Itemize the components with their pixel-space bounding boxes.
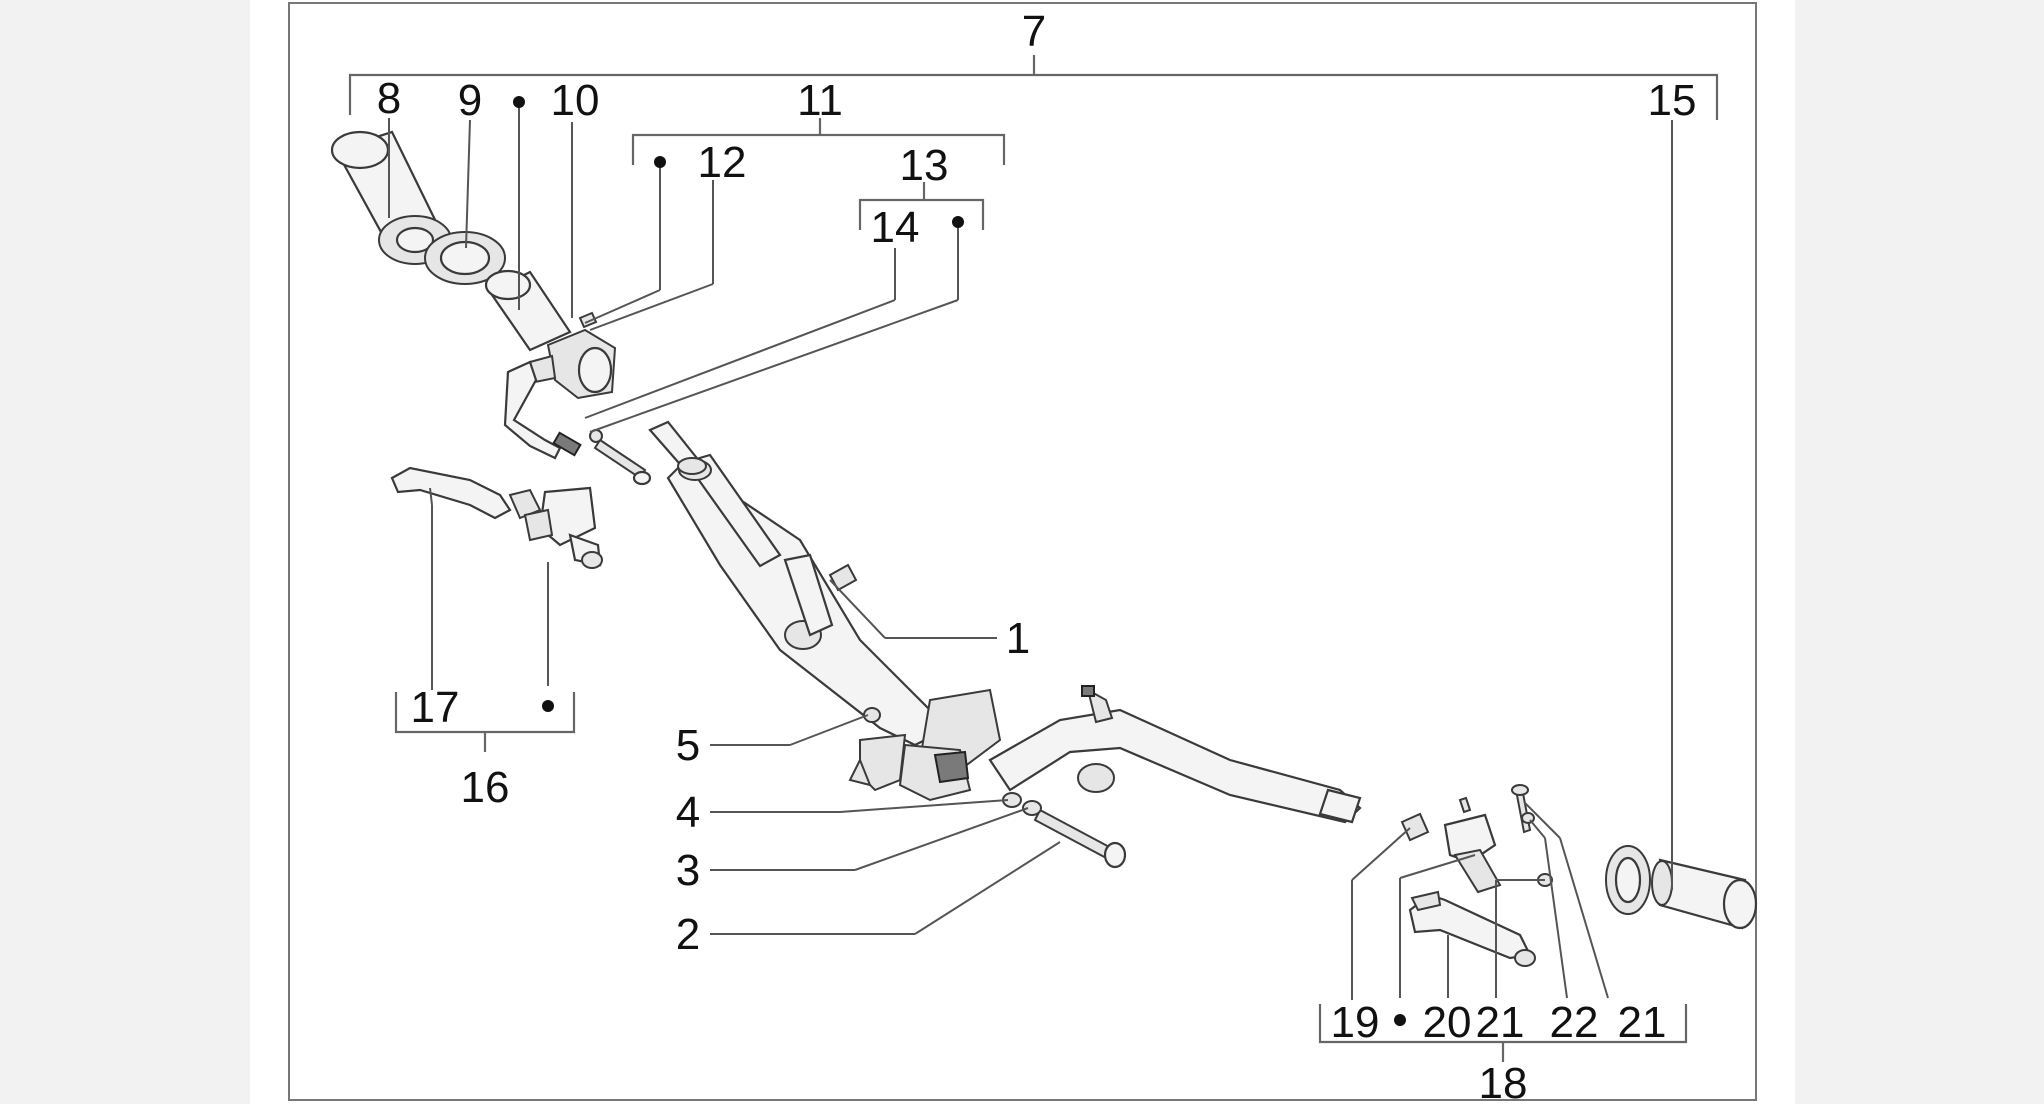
bracket-13: [858, 182, 985, 230]
label-21-right: 21: [1618, 998, 1667, 1047]
bracket-11: [631, 118, 1006, 165]
label-2: 2: [676, 910, 700, 959]
left-margin: [0, 0, 250, 1104]
right-grip: [1605, 845, 1758, 930]
label-8: 8: [377, 74, 401, 123]
label-20: 20: [1423, 998, 1472, 1047]
label-18: 18: [1479, 1059, 1528, 1104]
label-22: 22: [1550, 998, 1599, 1047]
bracket-16: [394, 692, 576, 752]
bracket-7: [348, 55, 1719, 120]
label-12: 12: [698, 138, 747, 187]
label-11: 11: [797, 76, 843, 125]
part-labels: 7 8 9 10 11 12 13 14 15 1 5 4 3 2 17 16 …: [377, 7, 1697, 1104]
dot-markers: [513, 96, 1406, 1026]
right-margin: [1795, 0, 2044, 1104]
label-19: 19: [1331, 998, 1380, 1047]
label-15: 15: [1648, 76, 1697, 125]
label-14: 14: [871, 203, 920, 252]
label-3: 3: [676, 846, 700, 895]
throttle-housing: [503, 311, 617, 460]
label-13: 13: [900, 141, 949, 190]
diagram-frame: [288, 2, 1757, 1101]
label-16: 16: [461, 763, 510, 812]
bracket-18: [1318, 1004, 1688, 1062]
label-17: 17: [411, 683, 460, 732]
leader-lines: [388, 104, 1673, 1000]
label-4: 4: [676, 788, 700, 837]
handlebar-upper-left: [648, 420, 782, 568]
label-5: 5: [676, 721, 700, 770]
label-10: 10: [551, 76, 600, 125]
label-9: 9: [458, 76, 482, 125]
label-7: 7: [1022, 7, 1046, 56]
left-brake-lever-assembly: [390, 466, 603, 569]
label-1: 1: [1006, 614, 1030, 663]
center-bolt-washers: [863, 707, 1127, 869]
mounting-screw-throttle: [589, 429, 652, 486]
label-21-left: 21: [1476, 998, 1525, 1047]
